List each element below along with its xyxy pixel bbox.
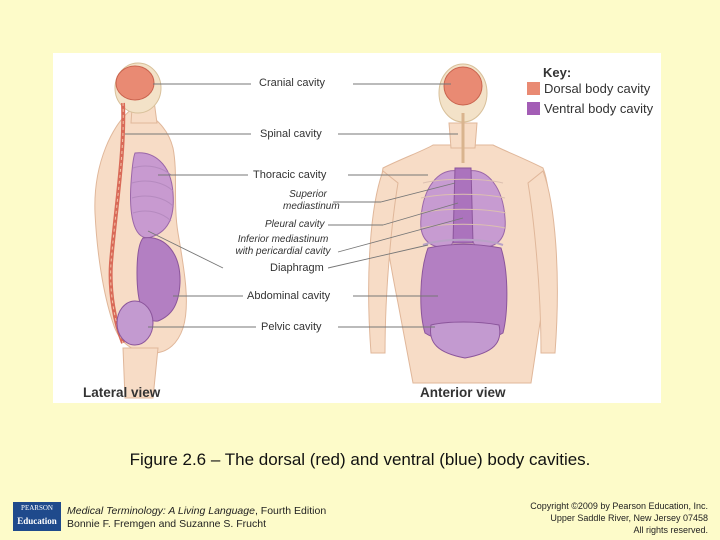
leader-lines — [125, 83, 464, 328]
ventral-swatch — [527, 102, 540, 115]
key-item-dorsal: Dorsal body cavity — [527, 81, 650, 96]
copyright-notice: Copyright ©2009 by Pearson Education, In… — [530, 500, 708, 536]
key-item-ventral: Ventral body cavity — [527, 101, 653, 116]
anterior-body — [368, 63, 558, 384]
figure-caption: Figure 2.6 – The dorsal (red) and ventra… — [129, 450, 591, 469]
label-pleural-cavity: Pleural cavity — [265, 219, 325, 230]
label-superior-mediastinum: Superior mediastinum — [283, 189, 340, 213]
key-label-dorsal: Dorsal body cavity — [544, 81, 651, 96]
label-diaphragm: Diaphragm — [270, 262, 324, 274]
logo-bottom-text: Education — [17, 516, 57, 526]
label-cranial-cavity: Cranial cavity — [259, 77, 326, 89]
label-pelvic-cavity: Pelvic cavity — [261, 321, 322, 333]
book-edition: , Fourth Edition — [254, 505, 327, 517]
label-spinal-cavity: Spinal cavity — [260, 128, 322, 140]
label-superior-line2: mediastinum — [283, 201, 340, 212]
label-inferior-line2: with pericardial cavity — [235, 246, 331, 257]
label-inferior-line1: Inferior mediastinum — [237, 234, 329, 245]
copyright-line1: Copyright ©2009 by Pearson Education, In… — [530, 501, 708, 511]
book-authors: Bonnie F. Fremgen and Suzanne S. Frucht — [67, 518, 267, 530]
book-title: Medical Terminology: A Living Language — [67, 505, 255, 517]
key-label-ventral: Ventral body cavity — [544, 101, 654, 116]
body-cavities-figure: Key: Dorsal body cavity Ventral body cav… — [53, 53, 661, 403]
dorsal-swatch — [527, 82, 540, 95]
label-thoracic-cavity: Thoracic cavity — [253, 169, 327, 181]
label-superior-line1: Superior — [289, 189, 327, 200]
copyright-line3: All rights reserved. — [633, 525, 708, 535]
anterior-view-label: Anterior view — [420, 385, 506, 400]
label-abdominal-cavity: Abdominal cavity — [247, 290, 331, 302]
lateral-body — [94, 62, 187, 399]
copyright-line2: Upper Saddle River, New Jersey 07458 — [550, 513, 708, 523]
key-title: Key: — [543, 65, 572, 80]
lateral-view-label: Lateral view — [83, 385, 161, 400]
book-title-line: Medical Terminology: A Living Language, … — [67, 505, 326, 518]
book-credit: Medical Terminology: A Living Language, … — [67, 505, 326, 531]
logo-top-text: PEARSON — [21, 504, 53, 512]
anatomy-illustration — [94, 62, 558, 399]
label-inferior-mediastinum: Inferior mediastinum with pericardial ca… — [229, 234, 337, 258]
pearson-logo: PEARSON Education — [13, 502, 61, 531]
